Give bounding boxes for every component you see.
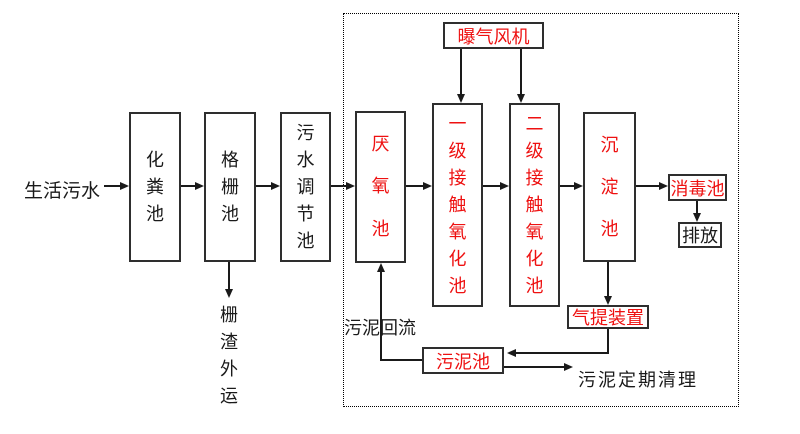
flow-arrowhead-anaerobic-stage1 [423, 182, 432, 190]
vertical-char: 池 [525, 275, 544, 296]
vertical-char: 接 [525, 167, 544, 188]
flow-line-stage1-stage2 [483, 185, 501, 187]
line-gaslift-down [607, 329, 609, 354]
vertical-char: 水 [296, 149, 315, 170]
arrowhead-sedimentation-gaslift [604, 296, 612, 305]
anaerobic-tank-box: 厌氧池 [355, 111, 406, 263]
arrowhead-into-sludge-tank [507, 349, 516, 357]
residue-arrowhead-grid-removal [225, 289, 233, 298]
flow-arrowhead-regulating-anaerobic [346, 182, 355, 190]
vertical-char: 污 [296, 122, 315, 143]
vertical-char: 栅 [220, 305, 238, 325]
vertical-char: 池 [600, 218, 619, 239]
vertical-char: 池 [221, 203, 239, 224]
residue-line-grid-removal [228, 262, 230, 290]
vertical-char: 氧 [525, 221, 544, 242]
sludge-tank-box: 污泥池 [422, 347, 504, 374]
vertical-char: 池 [371, 219, 390, 240]
sludge-return-arrowhead [377, 263, 385, 272]
flow-line-grid-regulating [256, 185, 272, 187]
sludge-periodic-cleaning-label: 污泥定期清理 [578, 370, 698, 390]
vertical-char: 接 [448, 167, 467, 188]
vertical-char: 节 [296, 203, 315, 224]
disinfection-tank-box: 消毒池 [668, 174, 727, 201]
sedimentation-tank-box: 沉淀池 [583, 112, 636, 262]
vertical-char: 化 [448, 248, 467, 269]
regulating-tank-box: 污水调节池 [280, 112, 331, 262]
air-line-blower-stage1 [460, 49, 462, 95]
arrowhead-sludge-cleaning [564, 363, 573, 371]
flow-arrowhead-grid-regulating [271, 182, 280, 190]
vertical-char: 化 [525, 248, 544, 269]
vertical-char: 池 [146, 203, 164, 224]
flow-line-influent-septic [104, 185, 121, 187]
system-boundary-dashed-box [343, 13, 739, 407]
sludge-return-label: 污泥回流 [344, 318, 416, 338]
line-disinfection-discharge [696, 201, 698, 214]
aeration-blower-box: 曝气风机 [443, 22, 544, 49]
sludge-return-line-horizontal [382, 359, 422, 361]
influent-label: 生活污水 [24, 181, 101, 202]
vertical-char: 触 [448, 194, 467, 215]
vertical-char: 化 [146, 149, 164, 170]
vertical-char: 淀 [600, 176, 619, 197]
flow-line-stage2-sedimentation [560, 185, 575, 187]
contact-oxidation-tank-1-box: 一级接触氧化池 [432, 103, 483, 307]
septic-tank-box: 化粪池 [129, 112, 181, 262]
vertical-char: 氧 [371, 176, 390, 197]
line-sedimentation-gaslift [607, 262, 609, 297]
grid-tank-box: 格栅池 [204, 112, 256, 262]
vertical-char: 级 [448, 140, 467, 161]
flow-arrowhead-sedimentation-disinfection [659, 182, 668, 190]
vertical-char: 调 [296, 176, 315, 197]
vertical-char: 池 [448, 275, 467, 296]
vertical-char: 格 [221, 149, 239, 170]
sludge-return-line-vertical [380, 272, 382, 361]
vertical-char: 运 [220, 386, 238, 406]
vertical-char: 栅 [221, 176, 239, 197]
vertical-char: 外 [220, 359, 238, 379]
flow-arrowhead-septic-grid [195, 182, 204, 190]
flow-line-regulating-anaerobic [331, 185, 347, 187]
flow-line-septic-grid [181, 185, 196, 187]
vertical-char: 厌 [371, 133, 390, 154]
vertical-char: 池 [296, 230, 315, 251]
vertical-char: 氧 [448, 221, 467, 242]
flow-arrowhead-influent-septic [120, 182, 129, 190]
vertical-char: 粪 [146, 176, 164, 197]
discharge-box: 排放 [678, 222, 722, 248]
grid-residue-removal-label: 栅渣外运 [211, 302, 247, 410]
vertical-char: 二 [525, 113, 544, 134]
flow-arrowhead-stage2-sedimentation [574, 182, 583, 190]
vertical-char: 沉 [600, 134, 619, 155]
vertical-char: 渣 [220, 332, 238, 352]
vertical-char: 级 [525, 140, 544, 161]
contact-oxidation-tank-2-box: 二级接触氧化池 [509, 103, 560, 307]
vertical-char: 触 [525, 194, 544, 215]
air-arrowhead-blower-stage1 [457, 94, 465, 103]
air-line-blower-stage2 [520, 49, 522, 95]
flow-arrowhead-stage1-stage2 [500, 182, 509, 190]
flow-line-anaerobic-stage1 [406, 185, 424, 187]
line-gaslift-to-sludge [515, 352, 609, 354]
flow-line-sedimentation-disinfection [636, 185, 660, 187]
air-arrowhead-blower-stage2 [517, 94, 525, 103]
gas-lift-device-box: 气提装置 [567, 305, 649, 329]
line-sludge-cleaning [504, 366, 565, 368]
vertical-char: 一 [448, 113, 467, 134]
arrowhead-disinfection-discharge [693, 213, 701, 222]
